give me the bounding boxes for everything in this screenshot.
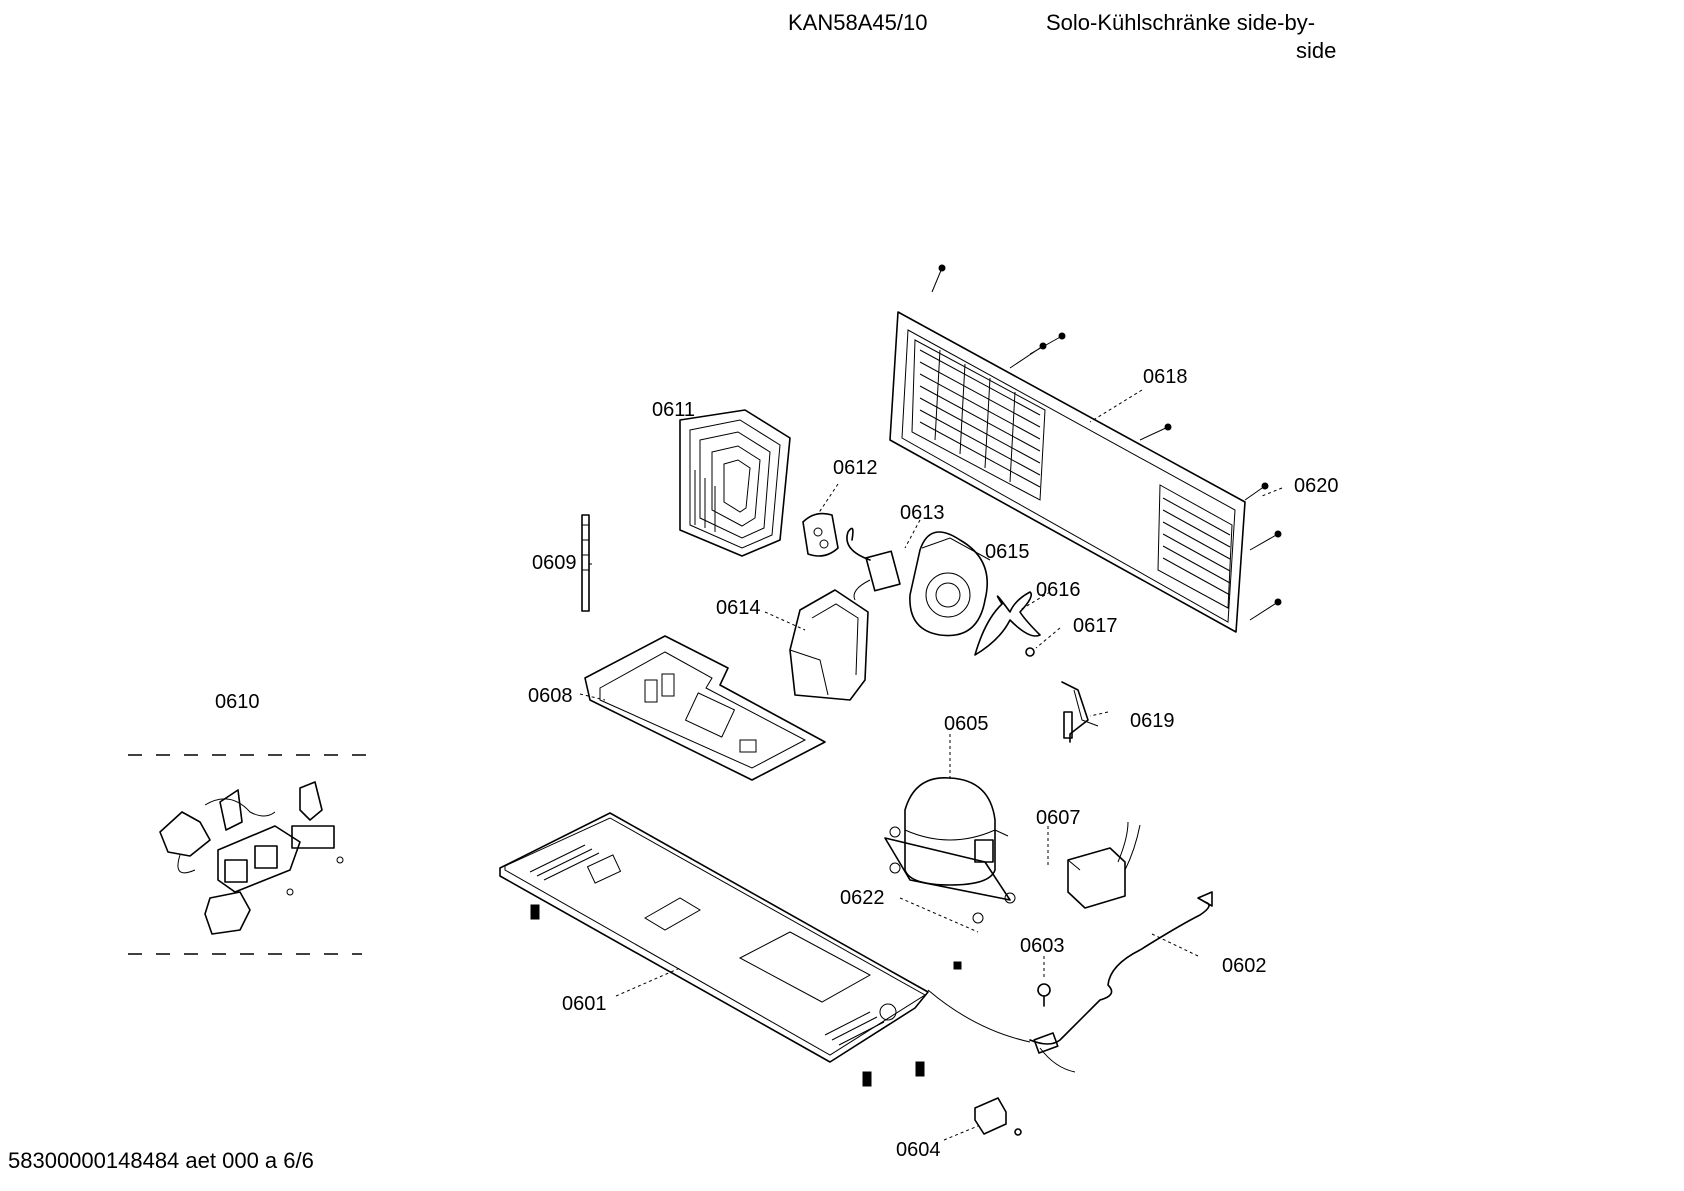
document-code: 58300000148484 aet 000 a 6/6	[8, 1148, 314, 1173]
part-label-0611: 0611	[652, 399, 695, 421]
part-label-0605: 0605	[944, 713, 989, 735]
part-label-0604: 0604	[896, 1139, 941, 1161]
leader-lines	[579, 389, 1283, 1141]
part-label-0613: 0613	[900, 502, 945, 524]
base-plate-drawing	[499, 812, 962, 1087]
part-label-0619: 0618	[1143, 366, 1188, 388]
part-label-0607: 0607	[1036, 807, 1081, 829]
part-label-0620: 0620	[1294, 475, 1339, 497]
nut-drawing	[1025, 647, 1035, 657]
fan-blade-drawing	[974, 591, 1041, 656]
fan-motor-drawing	[846, 527, 901, 601]
temperature-sensor-drawing	[1061, 681, 1099, 743]
air-duct-drawing	[789, 589, 869, 701]
drip-tray-drawing	[584, 635, 826, 781]
part-label-0612: 0612	[833, 457, 878, 479]
screw-drawing	[1037, 983, 1051, 1007]
compressor-drawing	[884, 777, 1016, 924]
part-label-0615: 0615	[985, 541, 1030, 563]
drain-rod-drawing	[581, 514, 590, 612]
part-label-0610: 0610	[215, 691, 260, 713]
rear-panel-drawing	[889, 264, 1282, 633]
condenser-coil-drawing	[679, 409, 791, 557]
part-label-0622: 0622	[840, 887, 885, 909]
capacitor-drawing	[974, 1097, 1022, 1136]
appliance-title-line2: side	[1296, 38, 1337, 63]
valve-assembly-inset-drawing	[128, 754, 372, 955]
part-label-0614: 0614	[716, 597, 761, 619]
part-label-0608: 0608	[528, 685, 573, 707]
starter-relay-drawing	[1067, 821, 1141, 909]
part-label-0602: 0602	[1222, 955, 1267, 977]
part-label-0603: 0603	[1020, 935, 1065, 957]
model-number: KAN58A45/10	[788, 10, 928, 35]
part-label-0609: 0609	[532, 552, 577, 574]
bracket-plate-drawing	[802, 512, 839, 557]
fan-shroud-drawing	[909, 531, 991, 637]
part-label-0618: 0619	[1130, 710, 1175, 732]
power-cord-drawing	[927, 891, 1213, 1073]
part-label-0616: 0616	[1036, 579, 1081, 601]
part-label-0601: 0601	[562, 993, 607, 1015]
appliance-title-line1: Solo-Kühlschränke side-by-	[1046, 10, 1316, 35]
part-label-0617: 0617	[1073, 615, 1118, 637]
